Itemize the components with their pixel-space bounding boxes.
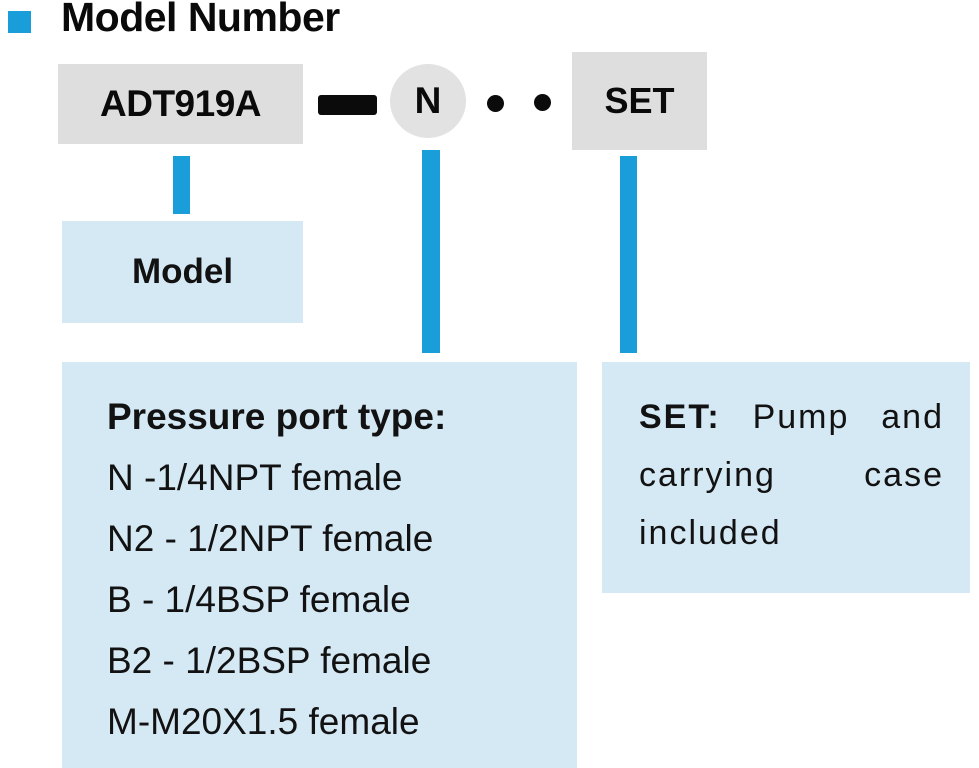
placeholder-dot-icon xyxy=(487,95,504,112)
set-note-panel: SET: Pump and carrying case included xyxy=(602,362,970,593)
pressure-port-heading: Pressure port type: xyxy=(107,396,447,437)
set-code-box: SET xyxy=(572,52,707,150)
model-code-box: ADT919A xyxy=(58,64,303,144)
pressure-port-panel: Pressure port type: N -1/4NPT female N2 … xyxy=(62,362,577,768)
pressure-port-option: B - 1/4BSP female xyxy=(107,579,411,620)
set-note-text: SET: Pump and carrying case included xyxy=(639,388,944,562)
set-note-description: Pump and carrying case included xyxy=(639,398,944,552)
dash-separator-icon xyxy=(318,95,377,115)
placeholder-dot-icon xyxy=(534,94,551,111)
model-label-box: Model xyxy=(62,221,303,323)
set-connector-line xyxy=(620,156,637,353)
port-code-circle: N xyxy=(390,64,466,138)
model-connector-line xyxy=(173,156,190,214)
set-note-keyword: SET: xyxy=(639,398,721,436)
page-title: Model Number xyxy=(61,0,340,40)
pressure-port-option: M-M20X1.5 female xyxy=(107,701,420,742)
pressure-port-option: N2 - 1/2NPT female xyxy=(107,518,434,559)
pressure-port-option: B2 - 1/2BSP female xyxy=(107,640,432,681)
pressure-port-option: N -1/4NPT female xyxy=(107,457,403,498)
title-bullet-icon xyxy=(8,11,31,33)
port-connector-line xyxy=(422,150,440,353)
